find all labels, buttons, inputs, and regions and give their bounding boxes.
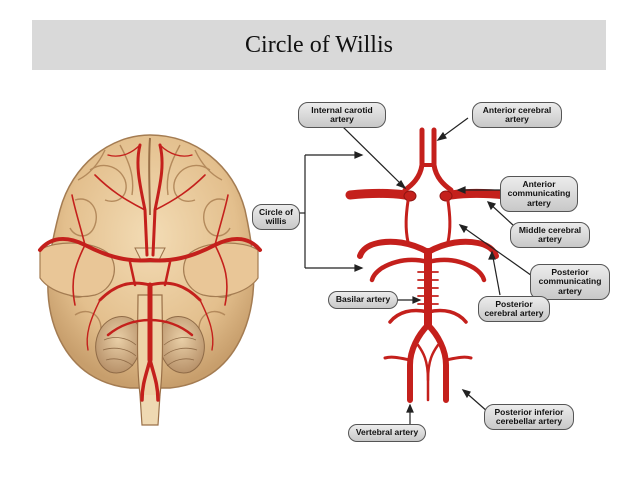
- leader-lines: [290, 117, 536, 425]
- label-internal-carotid-artery: Internal carotid artery: [298, 102, 386, 128]
- label-circle-of-willis: Circle of willis: [252, 204, 300, 230]
- title-bar: Circle of Willis: [32, 20, 606, 70]
- label-vertebral-artery: Vertebral artery: [348, 424, 426, 442]
- pontine-branches: [417, 271, 439, 305]
- label-posterior-inferior-cerebellar-artery: Posterior inferior cerebellar artery: [484, 404, 574, 430]
- posterior-cerebral-artery-left: [357, 238, 431, 259]
- middle-cerebral-artery-left: [345, 189, 410, 200]
- label-anterior-cerebral-artery: Anterior cerebral artery: [472, 102, 562, 128]
- cerebellum-folia: [102, 337, 198, 367]
- label-anterior-communicating-artery: Anterior communicating artery: [500, 176, 578, 212]
- right-temporal-lobe: [183, 242, 259, 298]
- posterior-communicating-artery-left: [404, 199, 410, 244]
- cerebellum-left: [95, 316, 142, 374]
- anterior-inferior-cerebellar-artery-right: [426, 308, 468, 324]
- label-basilar-artery: Basilar artery: [328, 291, 398, 309]
- posterior-communicating-artery-right: [446, 199, 452, 244]
- slide-title: Circle of Willis: [245, 31, 393, 58]
- vertebral-artery-left: [407, 322, 431, 403]
- internal-carotid-stump-right: [439, 190, 453, 202]
- label-posterior-communicating-artery: Posterior communicating artery: [530, 264, 610, 300]
- internal-carotid-stump-left: [403, 190, 417, 202]
- anterior-inferior-cerebellar-artery-left: [388, 308, 430, 324]
- middle-cerebral-artery-right: [446, 189, 511, 200]
- anterior-cerebral-artery-left: [402, 127, 425, 193]
- superior-cerebellar-artery-right: [425, 257, 487, 283]
- brain-illustration: [38, 134, 262, 426]
- posterior-cerebral-artery-right: [425, 238, 499, 259]
- brain-arteries: [38, 143, 262, 402]
- longitudinal-fissure: [148, 137, 151, 216]
- cerebellum-right: [158, 316, 205, 374]
- anterior-spinal-artery: [416, 343, 430, 402]
- label-posterior-cerebral-artery: Posterior cerebral artery: [478, 296, 550, 322]
- spinal-cord: [139, 394, 161, 426]
- pica-right: [444, 355, 473, 362]
- superior-cerebellar-artery-left: [369, 257, 431, 283]
- left-temporal-lobe: [39, 242, 115, 298]
- label-middle-cerebral-artery: Middle cerebral artery: [510, 222, 590, 248]
- pica-left: [383, 355, 412, 362]
- vertebral-artery-right: [425, 322, 449, 403]
- circle-of-willis-schematic: [345, 127, 511, 403]
